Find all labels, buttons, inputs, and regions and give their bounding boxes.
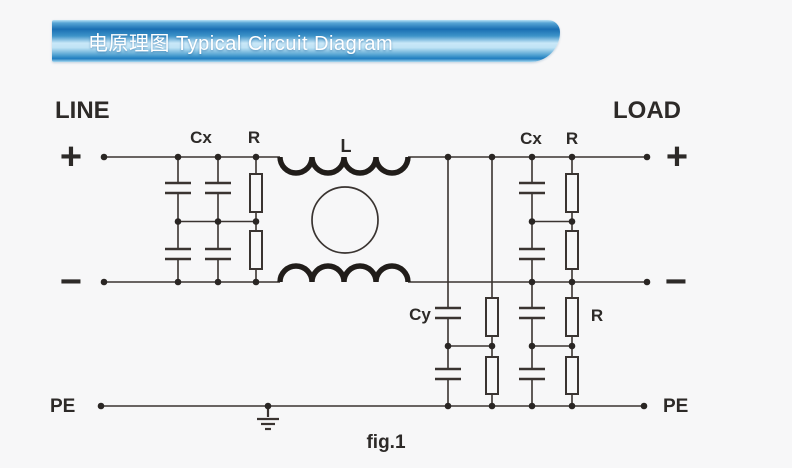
resistor-lower-right-top (565, 297, 579, 337)
ground-symbol (257, 406, 279, 431)
common-mode-choke (277, 156, 411, 283)
pe-terminal-left-label: PE (50, 396, 75, 417)
cx-capacitor-left-1 (165, 181, 191, 261)
line-label: LINE (55, 97, 110, 124)
resistor-right-top (565, 173, 579, 213)
resistor-left-bottom (249, 230, 263, 270)
choke-winding-bottom (277, 263, 411, 283)
r-lower-label: R (591, 306, 603, 325)
plus-terminal-left-label: + (60, 136, 82, 178)
cx-capacitor-left-2 (205, 181, 231, 261)
diagram-labels: LINE LOAD + + − − PE PE Cx R L Cx R Cy R… (50, 97, 688, 453)
resistor-lower-left-bottom (485, 356, 499, 395)
load-label: LOAD (613, 97, 681, 124)
junction-dots (97, 153, 651, 410)
section-title-banner: 电原理图 Typical Circuit Diagram (52, 20, 560, 62)
r-left-label: R (248, 128, 260, 147)
plus-terminal-right-label: + (666, 136, 688, 178)
minus-terminal-left-label: − (60, 261, 82, 303)
choke-core-circle (311, 186, 379, 254)
section-title: 电原理图 Typical Circuit Diagram (88, 32, 394, 55)
cy-capacitor-left (435, 306, 461, 381)
figure-caption: fig.1 (366, 432, 405, 453)
minus-terminal-right-label: − (665, 261, 687, 303)
resistors (249, 173, 579, 395)
cx-right-label: Cx (520, 129, 542, 148)
pe-terminal-right-label: PE (663, 396, 688, 417)
choke-winding-top (277, 156, 411, 176)
r-right-label: R (566, 129, 578, 148)
cx-left-label: Cx (190, 128, 212, 147)
inductor-label: L (341, 136, 352, 156)
resistor-lower-right-bottom (565, 356, 579, 395)
resistor-right-bottom (565, 230, 579, 270)
capacitors (165, 181, 545, 381)
resistor-lower-left-top (485, 297, 499, 337)
cy-label: Cy (409, 305, 431, 324)
cy-capacitor-right (519, 306, 545, 381)
resistor-left-top (249, 173, 263, 213)
cx-capacitor-right (519, 181, 545, 261)
